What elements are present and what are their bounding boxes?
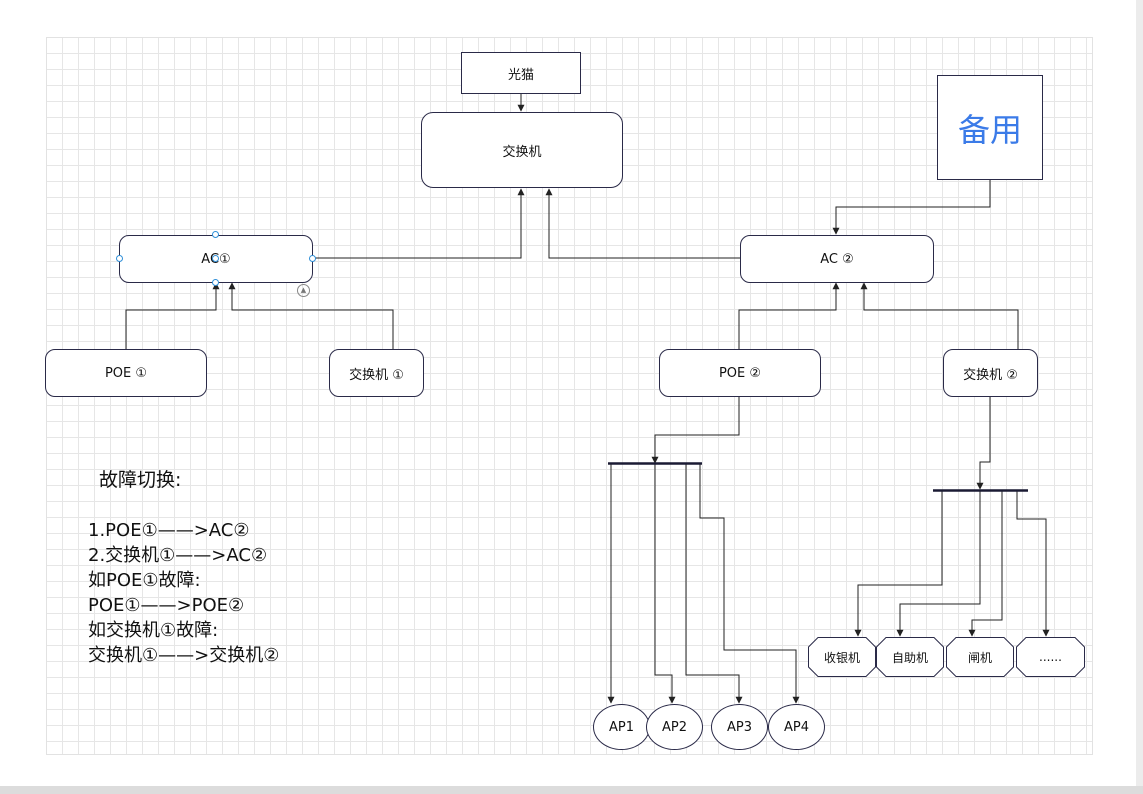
edge-poe1-ac1: [125, 282, 220, 350]
edge-bus-selfservice: [896, 491, 981, 637]
notes-line: 交换机①——>交换机②: [88, 645, 280, 666]
edge-bus-gate: [968, 491, 1003, 637]
spare-node[interactable]: 备用: [937, 75, 1043, 180]
cashier-node[interactable]: 收银机: [808, 637, 876, 677]
self-service-label: 自助机: [891, 650, 928, 665]
ap1-node[interactable]: AP1: [593, 704, 650, 750]
poe2-node[interactable]: POE ②: [659, 349, 821, 397]
notes-title: 故障切换:: [99, 469, 182, 491]
cashier-label: 收银机: [823, 650, 860, 665]
ac2-node[interactable]: AC ②: [740, 235, 934, 283]
notes-line: 2.交换机①——>AC②: [88, 545, 268, 566]
self-service-node[interactable]: 自助机: [876, 637, 944, 677]
modem-node[interactable]: 光猫: [461, 52, 581, 94]
poe2-label: POE ②: [718, 365, 762, 381]
core-switch-label: 交换机: [502, 144, 542, 160]
edge-switch2-ac2: [860, 282, 1019, 350]
bottom-scrollbar[interactable]: [0, 786, 1143, 794]
notes-line: 如交换机①故障:: [88, 620, 219, 641]
gate-shape: [946, 637, 1014, 677]
self-service-shape: [876, 637, 944, 677]
selection-handle-center[interactable]: [212, 255, 219, 262]
selection-handle-top[interactable]: [212, 231, 219, 238]
edge-poe2-ac2: [738, 282, 840, 350]
selection-handle-left[interactable]: [116, 255, 123, 262]
ap1-label: AP1: [608, 719, 634, 735]
window-right-edge: [1136, 0, 1143, 786]
core-switch-node[interactable]: 交换机: [421, 112, 623, 188]
edge-spare-ac2: [832, 180, 991, 235]
switch2-label: 交换机 ②: [963, 367, 1018, 383]
ap2-node[interactable]: AP2: [646, 704, 703, 750]
edge-ac1-switch: [312, 188, 525, 259]
more-node[interactable]: ......: [1016, 637, 1085, 677]
ap3-node[interactable]: AP3: [711, 704, 768, 750]
gate-label: 闸机: [967, 650, 992, 665]
poe1-label: POE ①: [104, 365, 148, 381]
ap4-node[interactable]: AP4: [768, 704, 825, 750]
edge-ac2-switch: [545, 188, 741, 259]
more-shape: [1016, 637, 1085, 677]
edge-bus-ap3: [685, 464, 743, 704]
poe1-node[interactable]: POE ①: [45, 349, 207, 397]
switch2-node[interactable]: 交换机 ②: [943, 349, 1038, 397]
edge-bus-more: [1016, 491, 1050, 637]
ap4-label: AP4: [783, 719, 809, 735]
more-label: ......: [1039, 650, 1062, 664]
cashier-shape: [808, 637, 876, 677]
spare-label: 备用: [957, 110, 1022, 149]
failover-notes: 故障切换: 1.POE①——>AC② 2.交换机①——>AC② 如POE①故障:…: [88, 468, 279, 668]
selection-handle-right[interactable]: [309, 255, 316, 262]
rotate-handle-icon[interactable]: ▲: [297, 284, 310, 297]
edge-poe2-bus: [651, 396, 740, 464]
notes-line: 1.POE①——>AC②: [88, 520, 250, 541]
edge-bus-ap4: [699, 464, 800, 704]
ap3-label: AP3: [726, 719, 752, 735]
switch1-label: 交换机 ①: [349, 367, 404, 383]
edge-switch2-bus: [976, 396, 991, 490]
selection-handle-bottom[interactable]: [212, 279, 219, 286]
gate-node[interactable]: 闸机: [946, 637, 1014, 677]
modem-label: 光猫: [507, 67, 534, 83]
edge-bus-ap2: [654, 464, 676, 704]
edge-bus-cashier: [854, 491, 943, 637]
ac2-label: AC ②: [820, 251, 854, 267]
ap2-label: AP2: [661, 719, 687, 735]
notes-line: POE①——>POE②: [88, 595, 245, 616]
notes-line: 如POE①故障:: [88, 570, 201, 591]
edge-switch1-ac1: [228, 282, 394, 350]
switch1-node[interactable]: 交换机 ①: [329, 349, 424, 397]
